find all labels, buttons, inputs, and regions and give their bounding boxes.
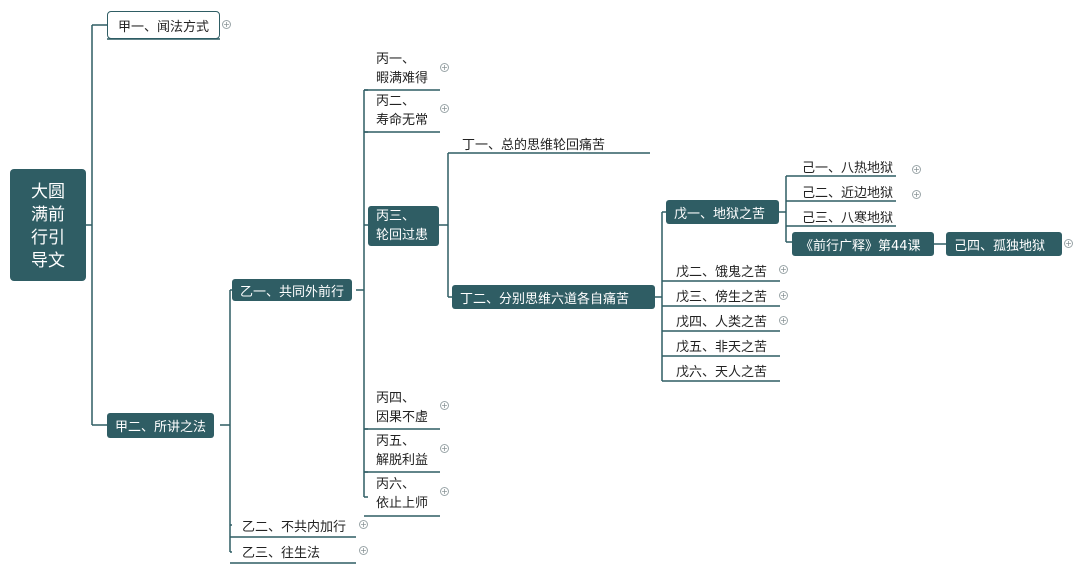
expand-wu2-icon[interactable]: + [779,264,788,274]
node-ji2-label: 己二、近边地狱 [802,185,894,201]
node-bing3-line1: 丙三、 [376,209,416,224]
node-wu3[interactable]: 戊三、傍生之苦 [674,285,769,305]
node-ding2-label: 丁二、分别思维六道各自痛苦 [460,291,630,307]
expand-ji4-icon[interactable]: + [1064,238,1073,248]
node-bing2[interactable]: 丙二、 寿命无常 [374,92,430,130]
node-ji1-label: 己一、八热地狱 [802,160,894,176]
expand-bing1-icon[interactable]: + [440,62,449,72]
node-jia1[interactable]: 甲一、闻法方式 [107,11,221,39]
node-bing2-line2: 寿命无常 [376,113,429,128]
node-wu2[interactable]: 戊二、饿鬼之苦 [674,260,769,280]
node-ji3[interactable]: 己三、八寒地狱 [800,206,895,226]
node-wu4[interactable]: 戊四、人类之苦 [674,310,769,330]
node-bing3-line2: 轮回过患 [376,228,429,243]
node-ding1[interactable]: 丁一、总的思维轮回痛苦 [460,133,607,153]
node-jia1-label: 甲一、闻法方式 [118,19,210,35]
node-ding2[interactable]: 丁二、分别思维六道各自痛苦 [452,285,655,309]
expand-bing6-icon[interactable]: + [440,486,449,496]
node-bing6[interactable]: 丙六、 依止上师 [374,475,430,513]
node-yi1[interactable]: 乙一、共同外前行 [232,279,353,301]
node-bing5-line2: 解脱利益 [376,453,429,468]
expand-bing2-icon[interactable]: + [440,103,449,113]
node-ji3-label: 己三、八寒地狱 [802,210,894,226]
node-yi1-label: 乙一、共同外前行 [240,284,345,300]
node-yi2-label: 乙二、不共内加行 [242,519,347,535]
node-bing5-line1: 丙五、 [376,434,416,449]
node-jia2-label: 甲二、所讲之法 [115,420,207,435]
expand-wu3-icon[interactable]: + [779,290,788,300]
node-bing5[interactable]: 丙五、 解脱利益 [374,432,430,470]
node-ding1-label: 丁一、总的思维轮回痛苦 [462,137,606,153]
expand-yi3-icon[interactable]: + [359,545,368,555]
node-bing4-line2: 因果不虚 [376,410,429,425]
node-bing1-line2: 暇满难得 [376,71,429,86]
node-bing4-line1: 丙四、 [376,391,416,406]
node-wu5[interactable]: 戊五、非天之苦 [674,335,769,355]
node-yi2[interactable]: 乙二、不共内加行 [240,515,348,535]
node-wu6[interactable]: 戊六、天人之苦 [674,360,769,380]
node-ji4[interactable]: 己四、孤独地狱 [946,232,1062,256]
node-wu5-label: 戊五、非天之苦 [676,339,768,355]
expand-jia1-icon[interactable]: + [222,19,231,29]
node-bing2-line1: 丙二、 [376,94,416,109]
expand-ji2-icon[interactable]: + [912,189,921,199]
root-line-1: 大圆 [31,182,65,202]
expand-wu4-icon[interactable]: + [779,315,788,325]
node-wu2-label: 戊二、饿鬼之苦 [676,264,768,280]
node-wu6-label: 戊六、天人之苦 [676,364,768,380]
root-line-4: 导文 [31,251,65,271]
node-yi3-label: 乙三、往生法 [242,545,321,561]
root-line-3: 行引 [31,228,65,248]
node-reference-lesson-label: 《前行广释》第44课 [800,238,921,254]
node-bing4[interactable]: 丙四、 因果不虚 [374,389,430,427]
node-bing6-line1: 丙六、 [376,477,416,492]
node-bing3[interactable]: 丙三、 轮回过患 [368,206,439,246]
expand-bing5-icon[interactable]: + [440,443,449,453]
node-wu1[interactable]: 戊一、地狱之苦 [666,200,779,224]
node-ji4-label: 己四、孤独地狱 [954,238,1046,254]
node-bing1[interactable]: 丙一、 暇满难得 [374,50,430,88]
node-bing6-line2: 依止上师 [376,496,429,511]
node-reference-lesson[interactable]: 《前行广释》第44课 [792,232,934,256]
expand-bing4-icon[interactable]: + [440,400,449,410]
root-line-2: 满前 [31,205,65,225]
node-bing1-line1: 丙一、 [376,52,416,67]
root-node[interactable]: 大圆 满前 行引 导文 [10,169,86,281]
node-jia2[interactable]: 甲二、所讲之法 [107,413,215,438]
node-ji2[interactable]: 己二、近边地狱 [800,181,895,201]
node-wu1-label: 戊一、地狱之苦 [674,206,766,222]
expand-yi2-icon[interactable]: + [359,519,368,529]
expand-ji1-icon[interactable]: + [912,164,921,174]
node-ji1[interactable]: 己一、八热地狱 [800,156,895,176]
node-yi3[interactable]: 乙三、往生法 [240,541,322,561]
node-wu3-label: 戊三、傍生之苦 [676,289,768,305]
node-wu4-label: 戊四、人类之苦 [676,314,768,330]
